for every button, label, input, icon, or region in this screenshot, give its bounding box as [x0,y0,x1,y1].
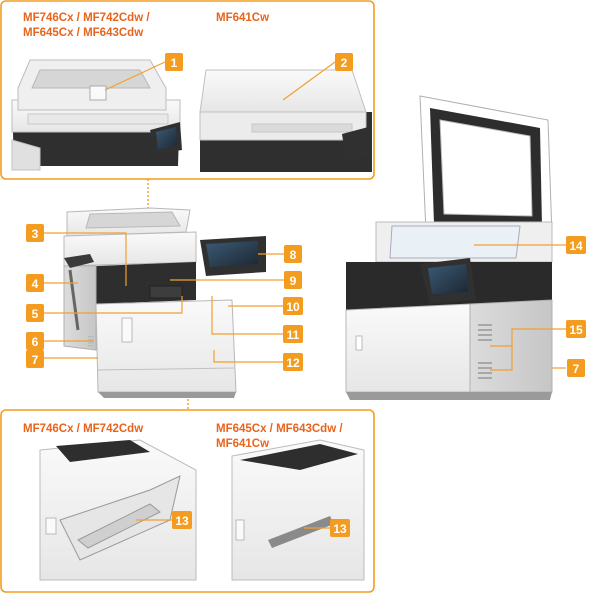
callout-7-left: 7 [26,350,44,368]
callout-7-left-text: 7 [32,353,39,367]
label-top-left: MF746Cx / MF742Cdw / MF645Cx / MF643Cdw [23,11,150,41]
callout-7-right: 7 [567,359,585,377]
callout-badges: 1 2 3 4 5 6 7 8 9 10 11 12 13 13 14 15 7 [26,53,586,537]
label-bottom-right-line1: MF645Cx / MF643Cdw / [216,423,343,435]
callout-13-right-text: 13 [333,522,347,536]
adf-closeup-image [11,59,182,171]
callout-13-left: 13 [172,511,192,529]
callout-4: 4 [26,274,44,292]
leader-2 [282,61,336,101]
label-top-left-line2: MF645Cx / MF643Cdw [23,27,144,39]
callout-8: 8 [284,245,302,263]
callout-14: 14 [566,236,586,254]
callout-12: 12 [283,353,303,371]
leader-1 [104,61,166,91]
callout-15-text: 15 [569,323,583,337]
mp-tray-closed-closeup-image [231,439,365,581]
callout-11: 11 [283,325,303,343]
top-panel-frame [0,0,375,180]
callout-12-text: 12 [286,356,300,370]
callout-13-right: 13 [330,519,350,537]
label-bottom-left: MF746Cx / MF742Cdw [23,423,144,435]
callout-11-text: 11 [287,328,300,342]
callout-15: 15 [566,320,586,338]
callout-8-text: 8 [290,248,297,262]
callout-2-text: 2 [341,56,348,70]
callout-2: 2 [335,53,353,71]
callout-6-text: 6 [32,335,39,349]
callout-6: 6 [26,332,44,350]
callout-4-text: 4 [32,277,39,291]
callout-1: 1 [165,53,183,71]
bottom-panel-frame [0,409,375,593]
callout-13-left-text: 13 [175,514,189,528]
label-bottom-right: MF645Cx / MF643Cdw / MF641Cw [216,422,343,452]
callout-14-text: 14 [569,239,583,253]
callout-7-right-text: 7 [573,362,580,376]
callout-1-text: 1 [171,56,178,70]
leader-lines [34,232,566,529]
callout-9: 9 [284,271,302,289]
callout-10-text: 10 [286,300,300,314]
front-printer-image [63,207,266,398]
platen-cover-closeup-image [199,69,372,172]
label-top-left-line1: MF746Cx / MF742Cdw / [23,12,150,24]
mp-tray-open-closeup-image [39,439,197,581]
label-bottom-right-line2: MF641Cw [216,438,270,450]
callout-9-text: 9 [290,274,297,288]
open-printer-image [345,95,553,400]
callout-10: 10 [283,297,303,315]
callout-5: 5 [26,304,44,322]
callout-5-text: 5 [32,307,39,321]
label-top-right: MF641Cw [216,12,270,24]
callout-3: 3 [26,224,44,242]
callout-3-text: 3 [32,227,39,241]
